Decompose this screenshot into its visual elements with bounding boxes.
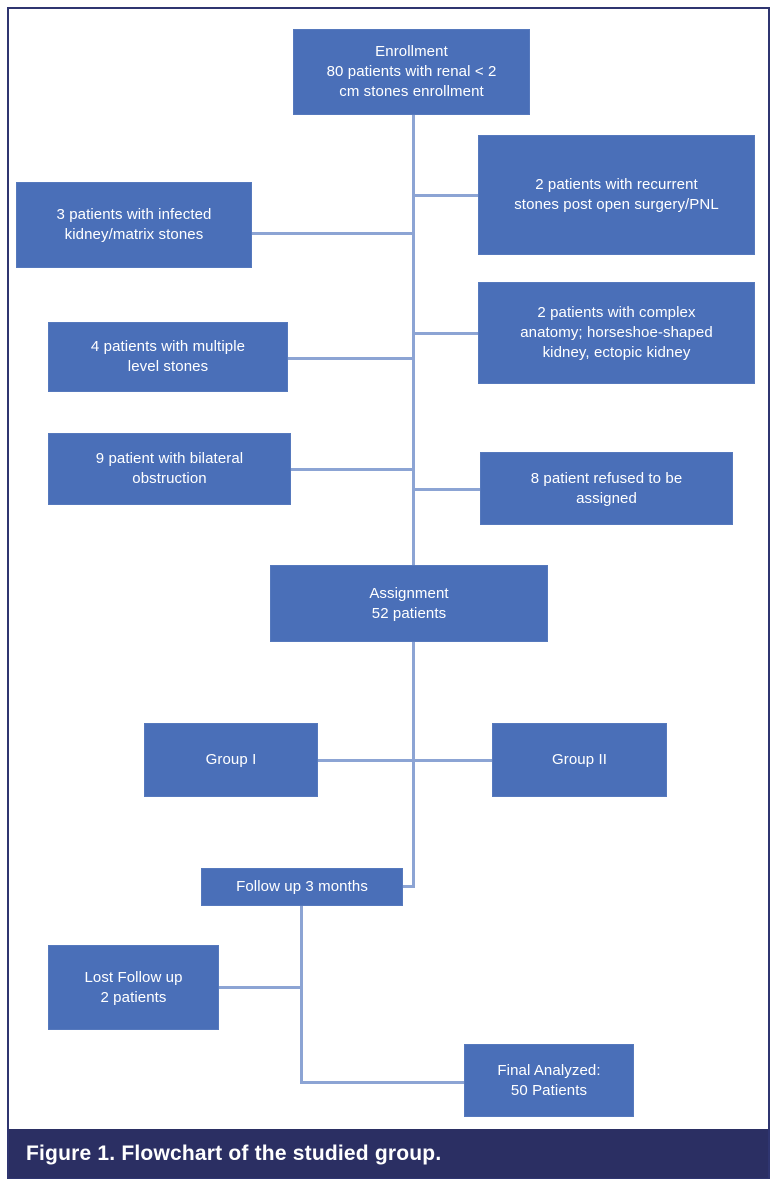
node-enrollment-line-2: 80 patients with renal < 2	[326, 63, 497, 81]
connector-to-excl-bilateral	[291, 468, 414, 471]
node-excl-bilateral-line-2: obstruction	[132, 470, 207, 487]
node-excl-infected-line-1: 3 patients with infected	[56, 206, 212, 224]
node-excl-multilevel-stones[interactable]: 4 patients with multiple level stones	[48, 322, 288, 392]
node-final-analyzed-line-1: Final Analyzed:	[497, 1061, 601, 1079]
connector-to-excl-complex	[412, 332, 480, 335]
node-excl-complex-line-1: 2 patients with complex	[537, 304, 696, 322]
node-excl-bilateral-line-1: 9 patient with bilateral	[95, 450, 244, 468]
node-excl-complex-anatomy[interactable]: 2 patients with complex anatomy; horsesh…	[478, 282, 755, 384]
node-excl-multilevel-line-2: level stones	[127, 358, 209, 375]
node-group-1[interactable]: Group I	[144, 723, 318, 797]
node-lost-follow-up-line-1: Lost Follow up	[84, 968, 183, 986]
connector-to-group-2	[412, 759, 494, 762]
node-assignment-line-1: Assignment	[369, 584, 449, 602]
connector-trunk-into-followup	[401, 885, 415, 888]
node-final-analyzed-line-2: 50 Patients	[510, 1081, 588, 1099]
node-excl-refused-line-1: 8 patient refused to be	[530, 469, 683, 487]
node-lost-follow-up-line-2: 2 patients	[100, 988, 167, 1006]
node-group-1-label: Group I	[205, 751, 257, 769]
node-excl-complex-line-3: kidney, ectopic kidney	[542, 343, 691, 361]
node-enrollment[interactable]: Enrollment 80 patients with renal < 2 cm…	[293, 29, 530, 115]
connector-to-excl-infected	[252, 232, 414, 235]
node-excl-recurrent-line-2: stones post open surgery/PNL	[514, 196, 719, 213]
node-excl-infected-line-2: kidney/matrix stones	[64, 226, 204, 243]
connector-to-lost-followup	[219, 986, 303, 989]
node-excl-refused-assignment[interactable]: 8 patient refused to be assigned	[480, 452, 733, 525]
figure-caption-text: Figure 1. Flowchart of the studied group…	[26, 1141, 442, 1165]
node-assignment-line-2: 52 patients	[371, 604, 447, 622]
node-enrollment-line-1: Enrollment	[375, 43, 448, 61]
node-excl-infected-kidney[interactable]: 3 patients with infected kidney/matrix s…	[16, 182, 252, 268]
connector-to-excl-recurrent	[412, 194, 480, 197]
connector-trunk-assignment-followup	[412, 642, 415, 888]
node-excl-complex-line-2: anatomy; horseshoe-shaped	[520, 324, 713, 342]
figure-caption-bar: Figure 1. Flowchart of the studied group…	[9, 1129, 768, 1178]
connector-to-excl-refused	[412, 488, 482, 491]
connector-trunk-enrollment-assignment	[412, 115, 415, 567]
connector-to-excl-multilevel	[288, 357, 414, 360]
connector-to-group-1	[318, 759, 494, 762]
node-follow-up-3-months[interactable]: Follow up 3 months	[201, 868, 403, 906]
node-follow-up-label: Follow up 3 months	[236, 878, 368, 896]
connector-followup-stem	[300, 906, 303, 1084]
node-excl-bilateral-obstruction[interactable]: 9 patient with bilateral obstruction	[48, 433, 291, 505]
node-excl-multilevel-line-1: 4 patients with multiple	[90, 338, 246, 356]
connector-to-final-analyzed	[300, 1081, 466, 1084]
node-final-analyzed[interactable]: Final Analyzed: 50 Patients	[464, 1044, 634, 1117]
node-excl-recurrent-stones[interactable]: 2 patients with recurrent stones post op…	[478, 135, 755, 255]
node-enrollment-line-3: cm stones enrollment	[339, 82, 484, 100]
node-group-2-label: Group II	[552, 751, 607, 769]
node-group-2[interactable]: Group II	[492, 723, 667, 797]
node-assignment[interactable]: Assignment 52 patients	[270, 565, 548, 642]
node-lost-follow-up[interactable]: Lost Follow up 2 patients	[48, 945, 219, 1030]
node-excl-refused-line-2: assigned	[576, 489, 637, 507]
node-excl-recurrent-line-1: 2 patients with recurrent	[535, 176, 698, 194]
